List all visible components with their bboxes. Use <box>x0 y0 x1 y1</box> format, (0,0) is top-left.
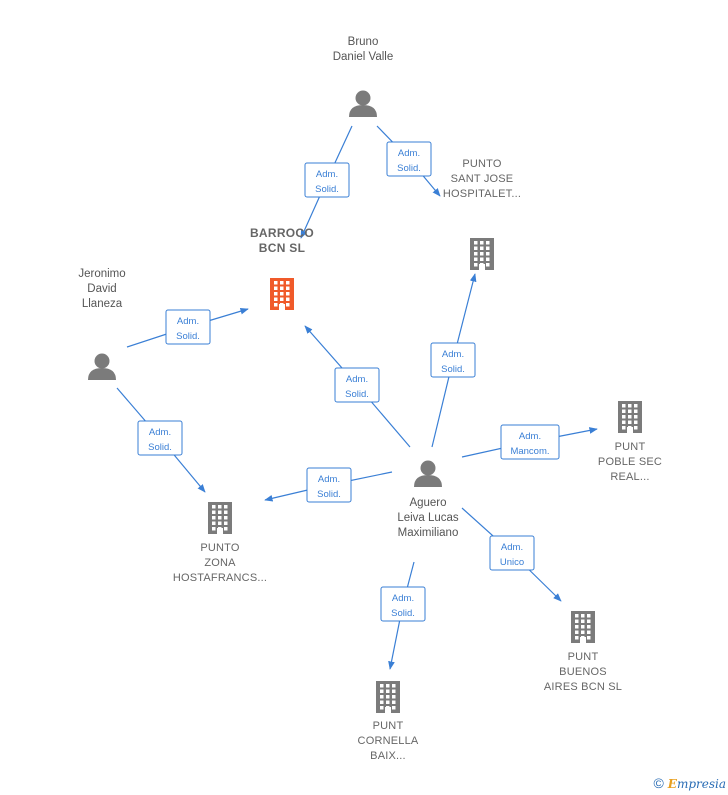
node-label-bruno: Daniel Valle <box>333 51 394 63</box>
node-cornella[interactable]: PUNT CORNELLA BAIX... <box>358 681 419 762</box>
role-badge-text: Solid. <box>315 184 339 195</box>
node-label-sant_jose: PUNTO <box>462 158 502 170</box>
node-label-jeronimo: Llaneza <box>82 298 123 310</box>
node-label-aguero: Leiva Lucas <box>397 512 459 524</box>
node-label-jeronimo: Jeronimo <box>78 268 125 280</box>
person-icon <box>88 353 116 380</box>
role-badge-jeronimo-barroco[interactable]: Adm. Solid. <box>165 309 211 345</box>
role-badge-text: Adm. <box>442 349 464 360</box>
role-badge-text: Solid. <box>317 489 341 500</box>
node-label-cornella: PUNT <box>373 720 404 732</box>
brand-logo: Empresia <box>667 777 726 791</box>
role-badge-text: Solid. <box>345 389 369 400</box>
role-badge-text: Adm. <box>501 542 523 553</box>
node-buenos_aires[interactable]: PUNT BUENOS AIRES BCN SL <box>544 611 622 693</box>
role-badge-bruno-barroco[interactable]: Adm. Solid. <box>304 162 350 198</box>
role-badge-text: Adm. <box>177 316 199 327</box>
node-label-poble_sec: POBLE SEC <box>598 456 662 468</box>
node-label-cornella: BAIX... <box>370 750 406 762</box>
node-sant_jose[interactable]: PUNTO SANT JOSE HOSPITALET... <box>443 158 521 270</box>
person-icon <box>414 460 442 487</box>
building-icon <box>376 681 400 713</box>
role-badge-text: Adm. <box>318 474 340 485</box>
building-icon <box>618 401 642 433</box>
building-icon <box>208 502 232 534</box>
node-label-jeronimo: David <box>87 283 116 295</box>
role-badge-jeronimo-zona[interactable]: Adm. Solid. <box>137 420 183 456</box>
node-label-buenos_aires: BUENOS <box>559 666 607 678</box>
node-label-aguero: Aguero <box>409 497 446 509</box>
role-badge-aguero-buenos_aires[interactable]: Adm. Unico <box>489 535 535 571</box>
role-badge-text: Adm. <box>149 427 171 438</box>
node-label-buenos_aires: AIRES BCN SL <box>544 681 622 693</box>
node-label-barroco: BCN SL <box>259 241 305 255</box>
building-icon <box>470 238 494 270</box>
role-badge-text: Unico <box>500 557 524 568</box>
role-badge-text: Solid. <box>148 442 172 453</box>
node-label-bruno: Bruno <box>348 36 379 48</box>
node-zona[interactable]: PUNTO ZONA HOSTAFRANCS... <box>173 502 267 584</box>
role-badge-aguero-cornella[interactable]: Adm. Solid. <box>380 586 426 622</box>
person-icon <box>349 90 377 117</box>
node-label-zona: PUNTO <box>200 542 240 554</box>
role-badge-aguero-sant_jose[interactable]: Adm. Solid. <box>430 342 476 378</box>
node-label-buenos_aires: PUNT <box>568 651 599 663</box>
role-badge-text: Adm. <box>519 431 541 442</box>
node-label-sant_jose: SANT JOSE <box>451 173 514 185</box>
node-poble_sec[interactable]: PUNT POBLE SEC REAL... <box>598 401 662 483</box>
role-badge-text: Adm. <box>398 148 420 159</box>
role-badge-text: Solid. <box>441 364 465 375</box>
node-label-sant_jose: HOSPITALET... <box>443 188 521 200</box>
node-label-cornella: CORNELLA <box>358 735 419 747</box>
node-label-barroco: BARROCO <box>250 226 314 240</box>
node-label-zona: HOSTAFRANCS... <box>173 572 267 584</box>
building-icon <box>270 278 294 310</box>
role-badge-bruno-sant_jose[interactable]: Adm. Solid. <box>386 141 432 177</box>
role-badge-text: Adm. <box>316 169 338 180</box>
role-badge-aguero-barroco[interactable]: Adm. Solid. <box>334 367 380 403</box>
role-badge-text: Solid. <box>397 163 421 174</box>
role-badge-aguero-zona[interactable]: Adm. Solid. <box>306 467 352 503</box>
copyright-icon: © <box>653 775 664 791</box>
brand-footer: ©Empresia <box>653 775 726 791</box>
role-badge-text: Adm. <box>346 374 368 385</box>
node-label-aguero: Maximiliano <box>398 527 459 539</box>
role-badge-text: Solid. <box>176 331 200 342</box>
building-icon <box>571 611 595 643</box>
role-badge-text: Mancom. <box>510 446 549 457</box>
node-label-zona: ZONA <box>204 557 236 569</box>
role-badge-aguero-poble_sec[interactable]: Adm. Mancom. <box>500 424 560 460</box>
role-badge-text: Solid. <box>391 608 415 619</box>
node-label-poble_sec: PUNT <box>615 441 646 453</box>
node-label-poble_sec: REAL... <box>610 471 649 483</box>
role-badge-text: Adm. <box>392 593 414 604</box>
